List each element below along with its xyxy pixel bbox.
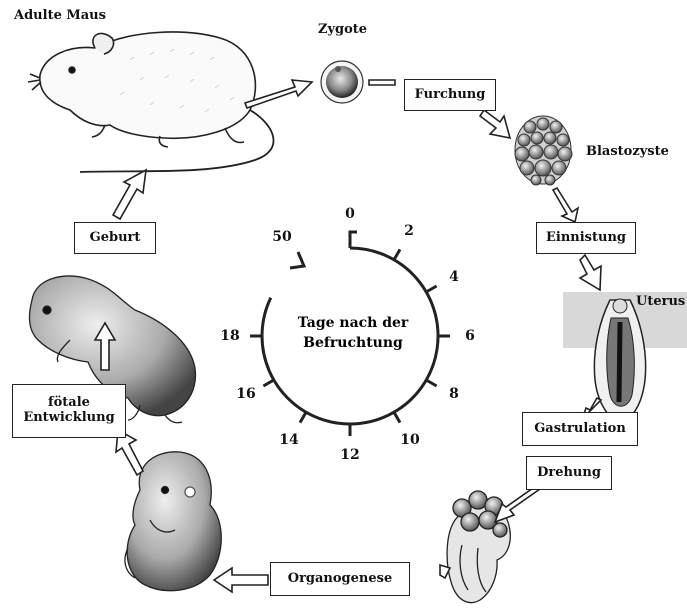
stage-organogenesis: Organogenese — [270, 562, 410, 596]
clock-start-tick — [350, 232, 357, 248]
zygote-label: Zygote — [318, 22, 367, 37]
day-label: 0 — [345, 206, 355, 222]
clock-center-label: Tage nach der Befruchtung — [278, 314, 428, 353]
clock-break-mark — [290, 252, 304, 268]
day-label: 10 — [400, 432, 419, 448]
day-label: 12 — [340, 447, 359, 463]
stage-cleavage: Furchung — [404, 79, 496, 111]
day-label: 50 — [272, 229, 291, 245]
adult-mouse-label: Adulte Maus — [14, 8, 106, 23]
adult-mouse-illustration — [28, 32, 274, 172]
uterus-illustration — [563, 292, 687, 422]
day-label: 6 — [465, 328, 475, 344]
day-label: 14 — [279, 432, 298, 448]
blastocyst-label: Blastozyste — [586, 144, 669, 159]
day-label: 16 — [236, 386, 255, 402]
stage-turning: Drehung — [526, 456, 612, 490]
stage-fetal-development: fötale Entwicklung — [12, 384, 126, 438]
zygote-illustration — [321, 61, 363, 103]
day-label: 8 — [449, 386, 459, 402]
stage-implantation: Einnistung — [536, 222, 636, 254]
blastocyst-illustration — [515, 116, 572, 185]
day-label: 4 — [449, 269, 459, 285]
uterus-label: Uterus — [636, 294, 685, 309]
stage-birth: Geburt — [74, 222, 156, 254]
day-label: 18 — [220, 328, 239, 344]
stage-gastrulation: Gastrulation — [522, 412, 638, 446]
day-label: 2 — [404, 223, 414, 239]
